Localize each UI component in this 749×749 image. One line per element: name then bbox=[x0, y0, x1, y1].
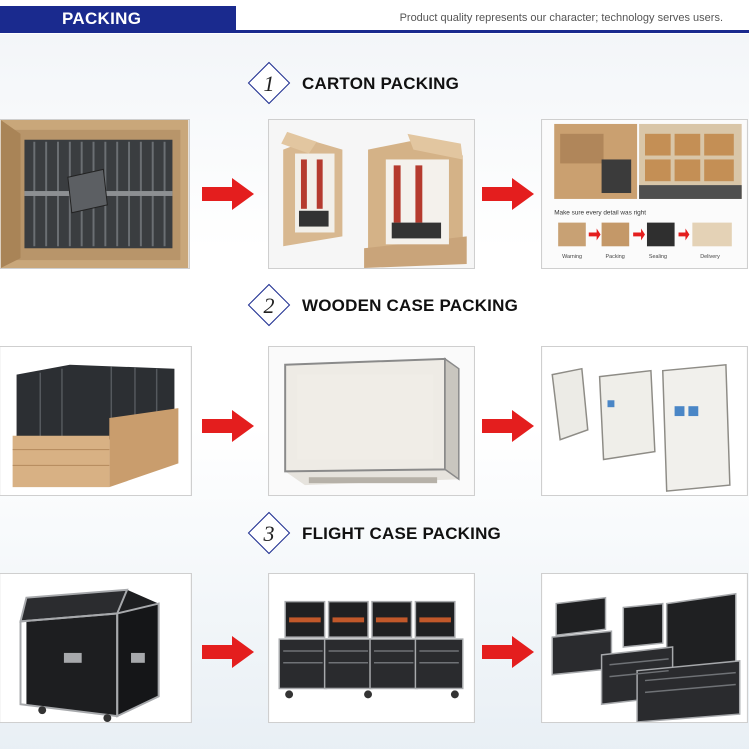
warehouse-illustration: Make sure every detail was right Warning… bbox=[542, 120, 747, 268]
section-heading-wooden: 2 WOODEN CASE PACKING bbox=[247, 283, 568, 330]
photo-carton-warehouse-process: Make sure every detail was right Warning… bbox=[541, 119, 748, 269]
header-tab bbox=[0, 6, 236, 32]
arrow-right-icon bbox=[202, 410, 254, 442]
photo-wooden-case-open-with-panels bbox=[0, 346, 192, 496]
section-number: 1 bbox=[263, 71, 275, 96]
header-slogan: Product quality represents our character… bbox=[399, 12, 723, 24]
photo-wooden-case-closed bbox=[268, 346, 475, 496]
flight-row-illustration bbox=[269, 574, 474, 722]
photo-flight-cases-open-angled bbox=[541, 573, 748, 723]
arrow-right-icon bbox=[202, 636, 254, 668]
process-step: Sealing bbox=[649, 254, 667, 260]
process-caption: Make sure every detail was right bbox=[554, 210, 646, 217]
section-title: WOODEN CASE PACKING bbox=[302, 296, 518, 315]
process-step: Delivery bbox=[700, 254, 720, 260]
section-heading-carton: 1 CARTON PACKING bbox=[247, 61, 568, 108]
process-step: Warning bbox=[562, 254, 582, 260]
photo-flight-case-closed bbox=[0, 573, 192, 723]
page-header: PACKING Product quality represents our c… bbox=[0, 0, 749, 34]
arrow-right-icon bbox=[202, 178, 254, 210]
arrow-right-icon bbox=[482, 410, 534, 442]
section-number: 3 bbox=[263, 521, 275, 546]
photo-carton-modules-in-box bbox=[0, 119, 190, 269]
photo-wooden-cases-three bbox=[541, 346, 748, 496]
header-rule bbox=[0, 30, 749, 33]
section-title: CARTON PACKING bbox=[302, 74, 460, 93]
flight-closed-illustration bbox=[0, 574, 191, 722]
flight-angled-illustration bbox=[542, 574, 747, 722]
open-boxes-illustration bbox=[269, 120, 474, 268]
arrow-right-icon bbox=[482, 178, 534, 210]
photo-carton-open-boxes bbox=[268, 119, 475, 269]
wooden-three-illustration bbox=[542, 347, 747, 495]
carton-box-illustration bbox=[0, 120, 189, 268]
section-title: FLIGHT CASE PACKING bbox=[302, 524, 501, 543]
process-step: Packing bbox=[606, 254, 625, 260]
header-title: PACKING bbox=[62, 9, 142, 28]
wooden-closed-illustration bbox=[269, 347, 474, 495]
wooden-open-illustration bbox=[0, 347, 191, 495]
section-heading-flight: 3 FLIGHT CASE PACKING bbox=[247, 511, 568, 558]
arrow-right-icon bbox=[482, 636, 534, 668]
photo-flight-cases-open-row bbox=[268, 573, 475, 723]
section-number: 2 bbox=[263, 293, 275, 318]
